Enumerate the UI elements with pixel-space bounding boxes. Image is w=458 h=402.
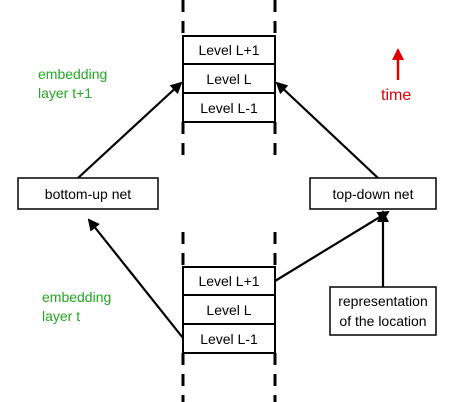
embedding-bottom-label-line1: embedding bbox=[42, 289, 111, 305]
location-label-line1: representation bbox=[338, 293, 428, 309]
bottom-up-net-node: bottom-up net bbox=[17, 177, 159, 210]
top-level-stack: Level L+1 Level L Level L-1 bbox=[182, 35, 276, 123]
embedding-bottom-label-line2: layer t bbox=[42, 308, 80, 324]
bottom-level-label-1: Level L+1 bbox=[198, 273, 259, 289]
location-node: representation of the location bbox=[329, 286, 437, 336]
location-box bbox=[329, 286, 437, 336]
arrow-top-down-to-level bbox=[275, 81, 379, 179]
top-level-label-3: Level L-1 bbox=[200, 100, 258, 116]
time-label: time bbox=[381, 87, 411, 104]
embedding-top-label-line2: layer t+1 bbox=[38, 85, 92, 101]
embedding-top-label-line1: embedding bbox=[38, 66, 107, 82]
bottom-level-label-3: Level L-1 bbox=[200, 331, 258, 347]
bottom-up-net-label: bottom-up net bbox=[45, 186, 131, 202]
bottom-up-net-box bbox=[17, 177, 159, 210]
top-level-box-3 bbox=[182, 92, 276, 123]
bottom-level-box-3 bbox=[182, 323, 276, 354]
top-down-net-node: top-down net bbox=[309, 177, 437, 210]
top-level-box-1 bbox=[182, 35, 276, 65]
arrow-level-to-top-down bbox=[274, 210, 390, 282]
arrow-bottom-up-to-level bbox=[77, 81, 183, 179]
top-down-net-box bbox=[309, 177, 437, 210]
arrow-level-to-bottom-up bbox=[87, 218, 184, 339]
bottom-level-box-2 bbox=[182, 294, 276, 325]
top-level-label-1: Level L+1 bbox=[198, 42, 259, 58]
bottom-level-label-2: Level L bbox=[206, 302, 251, 318]
location-label-line2: of the location bbox=[339, 313, 426, 329]
bottom-level-stack: Level L+1 Level L Level L-1 bbox=[182, 266, 276, 354]
top-level-label-2: Level L bbox=[206, 71, 251, 87]
top-down-net-label: top-down net bbox=[333, 186, 414, 202]
